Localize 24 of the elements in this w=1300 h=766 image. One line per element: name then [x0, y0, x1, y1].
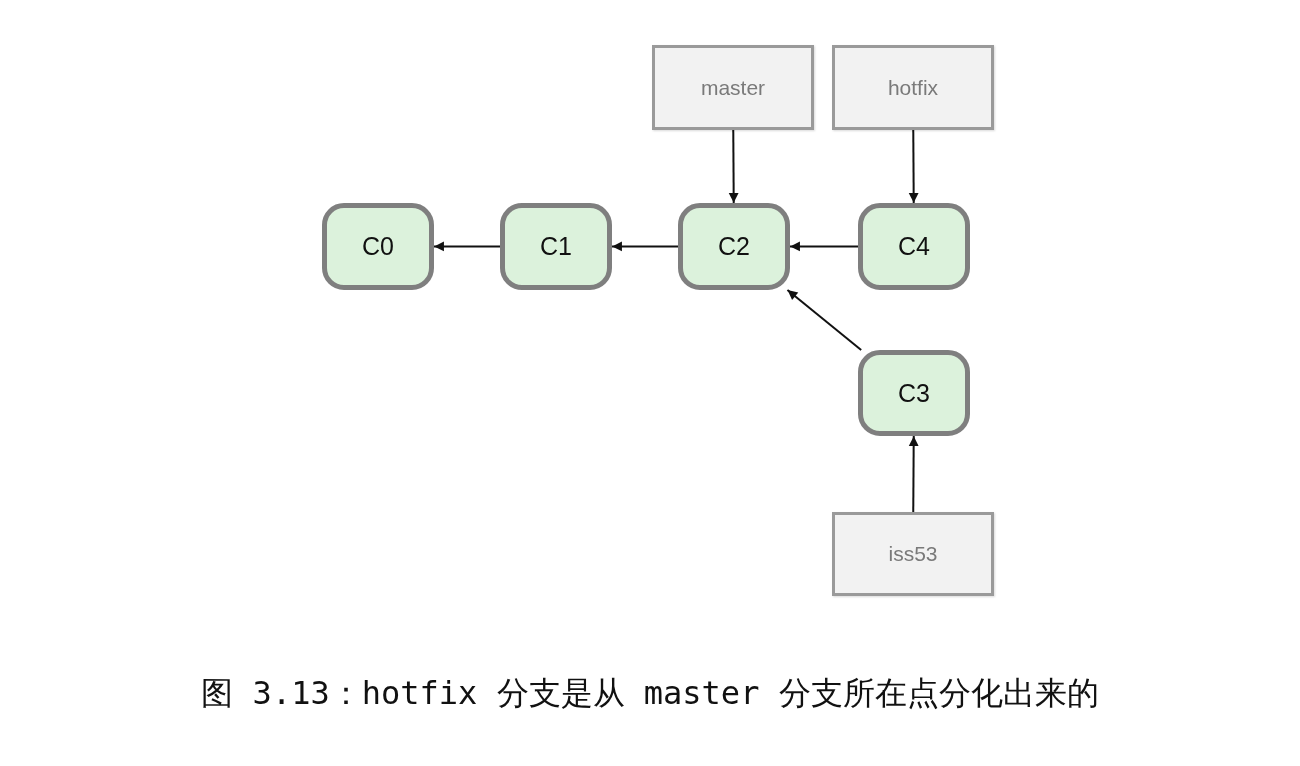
commit-node [500, 203, 612, 290]
branch-name: iss53 [888, 542, 938, 566]
commit-id: C3 [898, 378, 930, 408]
figure-caption: 图 3.13：hotfix 分支是从 master 分支所在点分化出来的 [200, 673, 1100, 714]
commit-id: C0 [362, 232, 394, 261]
commit-id: C1 [540, 232, 572, 261]
commit-node [858, 203, 970, 290]
commit-node [322, 203, 434, 290]
branch-name: hotfix [887, 75, 939, 100]
branch-label-box [832, 45, 994, 130]
arrow [789, 241, 859, 252]
branch-label-box [832, 512, 994, 596]
arrow [433, 241, 501, 252]
commit-id: C2 [718, 232, 750, 261]
arrow [908, 129, 919, 204]
arrow [728, 129, 739, 204]
arrow [908, 435, 919, 513]
commit-node [678, 203, 790, 290]
branch-name: master [700, 75, 766, 100]
branch-label-box [652, 45, 814, 130]
commit-id: C4 [898, 232, 930, 261]
commit-node [858, 350, 970, 436]
arrow [611, 241, 679, 252]
arrow [786, 289, 863, 351]
